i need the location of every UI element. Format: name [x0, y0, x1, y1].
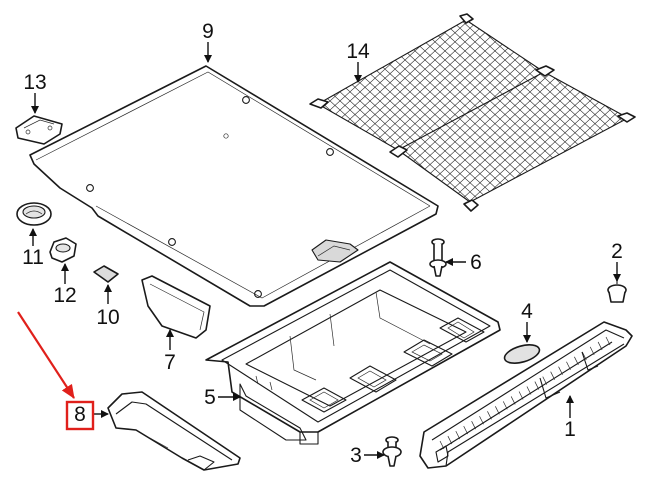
- part-2-clip: [607, 276, 627, 303]
- part-7-side-trim: [141, 275, 211, 339]
- part-4-oval-pad: [503, 344, 541, 364]
- part-13-bracket: [15, 115, 63, 145]
- callout-9: 9: [202, 20, 214, 43]
- callout-14: 14: [346, 40, 370, 63]
- callout-10: 10: [96, 306, 119, 329]
- leader-lines: [29, 42, 621, 459]
- tub-recess-c: [403, 339, 453, 367]
- callout-11: 11: [22, 246, 44, 269]
- part-11-cap: [16, 202, 52, 226]
- highlight-arrow: [17, 311, 75, 399]
- highlight-box: [65, 400, 95, 431]
- callout-4: 4: [521, 300, 533, 323]
- part-12-clip: [49, 237, 77, 263]
- callout-5: 5: [204, 386, 216, 409]
- callout-13: 13: [23, 71, 46, 94]
- part-3-push-pin: [382, 436, 402, 467]
- callout-7: 7: [164, 351, 176, 374]
- part-6-push-pin: [429, 238, 447, 277]
- callout-3: 3: [350, 444, 362, 467]
- callout-2: 2: [611, 240, 623, 263]
- highlight-callout-8: [17, 311, 95, 431]
- tub-recess-b: [349, 365, 397, 393]
- tub-recess-a: [301, 387, 347, 413]
- callout-12: 12: [53, 284, 76, 307]
- callout-1: 1: [564, 418, 576, 441]
- callout-8: 8: [74, 403, 86, 426]
- part-5-cargo-tub: [205, 261, 501, 445]
- callout-6: 6: [470, 251, 482, 274]
- callout-labels: 9 14 13 11 12 10 7 6 2 4 5 1 3 8: [22, 20, 623, 467]
- part-10-pad: [93, 265, 119, 283]
- part-1-rear-sill-plate: [419, 321, 633, 469]
- part-8-side-trim-panel: [107, 391, 241, 471]
- part-9-load-floor-panel: [29, 65, 439, 307]
- tub-recess-d: [439, 317, 485, 343]
